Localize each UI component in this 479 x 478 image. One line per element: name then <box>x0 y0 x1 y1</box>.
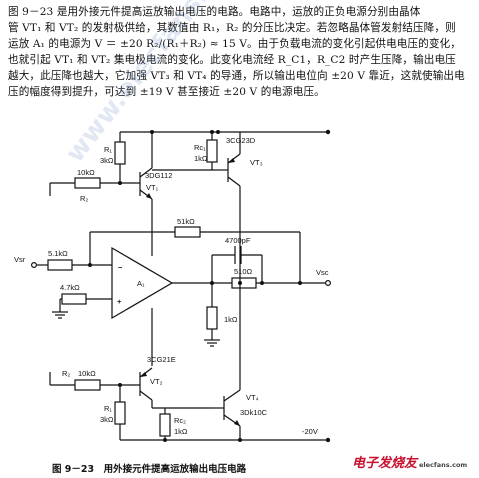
resistor-r1-bottom: R₁ 3kΩ <box>100 385 126 440</box>
transistor-vt4: VT₄ 3Dk10C <box>212 282 268 440</box>
resistor-1k-load: 1kΩ <box>204 283 238 347</box>
rc2-name: Rc₂ <box>174 416 186 425</box>
transistor-vt2: 3CG21E VT₂ <box>139 355 176 408</box>
r-5k1-value: 5.1kΩ <box>48 249 68 258</box>
rc1-name: Rc₁ <box>194 143 206 152</box>
opamp-name: A₁ <box>137 279 145 288</box>
resistor-5k1: Vsr 5.1kΩ <box>14 249 112 271</box>
description-line: 压的幅度得到提升，可达到 ±19 V 甚至接近 ±20 V 的电源电压。 <box>8 86 325 99</box>
vt3-type: 3CG23D <box>226 136 256 145</box>
brand-logo-text: 电子发烧友 <box>352 456 418 471</box>
resistor-51k: 51kΩ <box>89 217 301 282</box>
r2-top-name: R₂ <box>80 194 88 203</box>
description-line: 图 9－23 是用外接元件提高运放输出电压的电路。电路中，运放的正负电源分别由晶… <box>8 6 421 18</box>
vt4-type: 3Dk10C <box>240 408 268 417</box>
bottom-rail: -20V <box>120 427 331 443</box>
r2-bottom-name: R₂ <box>62 369 70 378</box>
opamp-minus: − <box>118 263 123 272</box>
vt3-name: VT₃ <box>250 158 263 167</box>
r-51k-value: 51kΩ <box>177 217 195 226</box>
description-line: 越大，此压降也越大，它加强 VT₃ 和 VT₄ 的导通，所以输出电位向 ±20 … <box>8 70 465 83</box>
resistor-rc2: Rc₂ 1kΩ <box>152 407 212 440</box>
r1-bottom-name: R₁ <box>104 404 112 413</box>
resistor-4k7: 4.7kΩ <box>52 283 112 319</box>
vt2-type: 3CG21E <box>147 355 176 364</box>
resistor-r2-bottom: R₂ 10kΩ <box>49 369 140 391</box>
r-4k7-value: 4.7kΩ <box>60 283 80 292</box>
r-510-value: 510Ω <box>234 267 253 276</box>
vt2-name: VT₂ <box>150 377 163 386</box>
transistor-vt1: 3DG112 VT₁ <box>139 132 172 232</box>
brand-logo-sub: elecfans.com <box>419 461 468 469</box>
opamp-plus: + <box>117 297 122 306</box>
vsr-label: Vsr <box>14 255 26 264</box>
neg-supply-label: -20V <box>302 427 318 436</box>
cap-value: 4700pF <box>225 236 251 245</box>
description-paragraph: 图 9－23 是用外接元件提高运放输出电压的电路。电路中，运放的正负电源分别由晶… <box>8 4 474 101</box>
vt4-name: VT₄ <box>246 393 259 402</box>
r1-top-name: R₁ <box>104 145 112 154</box>
resistor-rc1: Rc₁ 1kΩ <box>152 132 218 171</box>
description-line: 管 VT₁ 和 VT₂ 的发射极供给，其数值由 R₁，R₂ 的分压比决定。若忽略… <box>8 22 456 35</box>
description-line: 运放 A₁ 的电源为 V ＝ ±20 R₂/(R₁＋R₂) ≈ 15 V。由于负… <box>8 38 461 51</box>
rc2-value: 1kΩ <box>174 427 188 436</box>
r1-top-value: 3kΩ <box>100 156 114 165</box>
opamp-a1: − + A₁ <box>111 246 212 360</box>
transistor-vt3: 3CG23D VT₃ <box>212 132 263 282</box>
vt1-name: VT₁ <box>146 183 159 192</box>
vsc-label: Vsc <box>316 268 329 277</box>
resistor-510: 510Ω Vsc <box>210 267 332 289</box>
vt1-type: 3DG112 <box>145 171 172 180</box>
capacitor-4700pf: 4700pF <box>211 236 263 282</box>
r-10k-top-value: 10kΩ <box>77 168 95 177</box>
resistor-r1-top: R₁ 3kΩ <box>100 132 126 183</box>
r-1k-load-value: 1kΩ <box>224 315 238 324</box>
resistor-r2-top: 10kΩ R₂ <box>49 168 140 203</box>
r2-bottom-value: 10kΩ <box>78 369 96 378</box>
description-line: 也就引起 VT₁ 和 VT₂ 集电极电流的变化。此变化电流经 R_C1，R_C2… <box>8 54 456 67</box>
rc1-value: 1kΩ <box>194 154 208 163</box>
r1-bottom-value: 3kΩ <box>100 415 114 424</box>
figure-caption: 图 9－23 用外接元件提高运放输出电压电路 <box>52 464 247 475</box>
